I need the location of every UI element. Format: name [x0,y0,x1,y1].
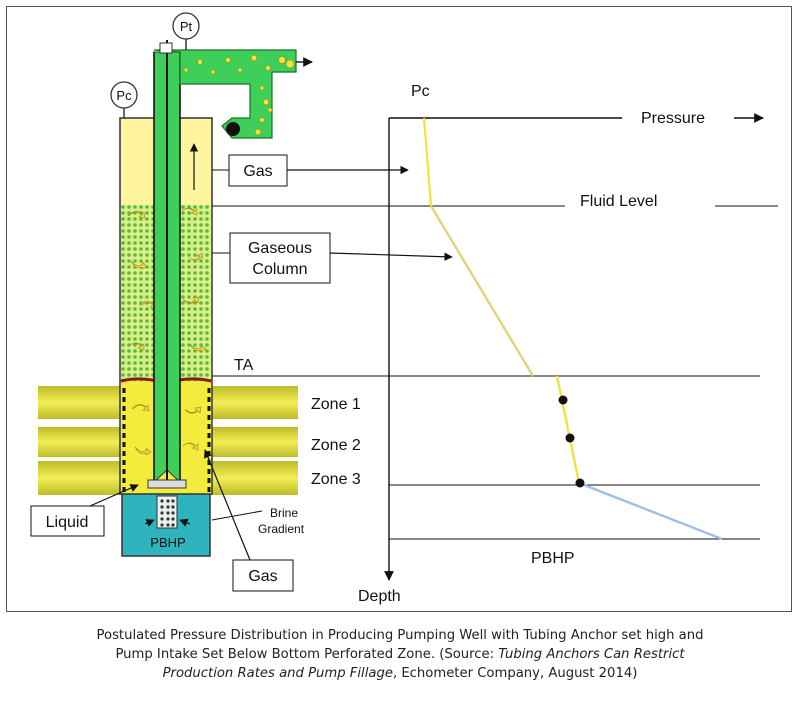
fluid-level-label: Fluid Level [580,193,657,210]
brine-sump: PBHP [121,493,211,557]
zone3-point [575,478,585,488]
brine-label-1: Brine [270,506,298,520]
gas-bottom-label: Gas [248,568,277,585]
callouts: Gas Gaseous Column TA Zone 1 Zone 2 Zone… [30,154,760,592]
caption-line-3: Production Rates and Pump Fillage, Echom… [20,664,780,683]
pt-gauge: Pt [159,12,200,54]
pressure-depth-graph: Pressure Pc Fluid Level PBHP Depth [358,83,778,605]
gaseous-gradient-curve [429,205,535,377]
flow-arrows [127,207,207,456]
liquid-label: Liquid [46,514,89,531]
zone1-point [558,395,568,405]
zone2-label: Zone 2 [311,437,361,454]
check-valve [226,122,240,136]
depth-label: Depth [358,588,401,605]
gaseous-label-1: Gaseous [248,240,312,257]
pressure-label: Pressure [641,110,705,127]
gaseous-column-box [229,232,331,284]
caption-line-2-italic: Tubing Anchors Can Restrict [498,647,685,662]
caption-line-3-suffix: , Echometer Company, August 2014) [392,666,638,681]
gaseous-label-2: Column [252,261,307,278]
caption-line-1: Postulated Pressure Distribution in Prod… [96,628,704,643]
diagram-frame [6,6,792,612]
pump-intake [147,479,187,489]
figure-caption: Postulated Pressure Distribution in Prod… [20,626,780,683]
liquid-gradient-curve [555,375,581,484]
pbhp-inner-label: PBHP [150,535,185,550]
tubing [147,40,187,489]
caption-line-2: Pump Intake Set Below Bottom Perforated … [20,645,780,664]
flowline [153,49,313,190]
pc-gauge: Pc [110,81,138,118]
brine-gradient-curve [578,481,723,541]
pbhp-graph-label: PBHP [531,550,575,567]
gas-top-label: Gas [243,163,272,180]
pt-gauge-label: Pt [180,19,193,34]
gas-top-box [228,154,288,187]
gas-bottom-box [232,559,294,592]
ta-label: TA [234,357,254,374]
zone3-label: Zone 3 [311,471,361,488]
gas-gradient-curve [422,117,433,207]
zone2-point [565,433,575,443]
pc-graph-label: Pc [411,83,430,100]
pc-gauge-label: Pc [116,88,132,103]
brine-label-2: Gradient [258,522,305,536]
zone1-label: Zone 1 [311,396,361,413]
caption-line-2-prefix: Pump Intake Set Below Bottom Perforated … [115,647,499,662]
caption-line-3-italic: Production Rates and Pump Fillage [162,666,393,681]
liquid-box [30,505,105,537]
